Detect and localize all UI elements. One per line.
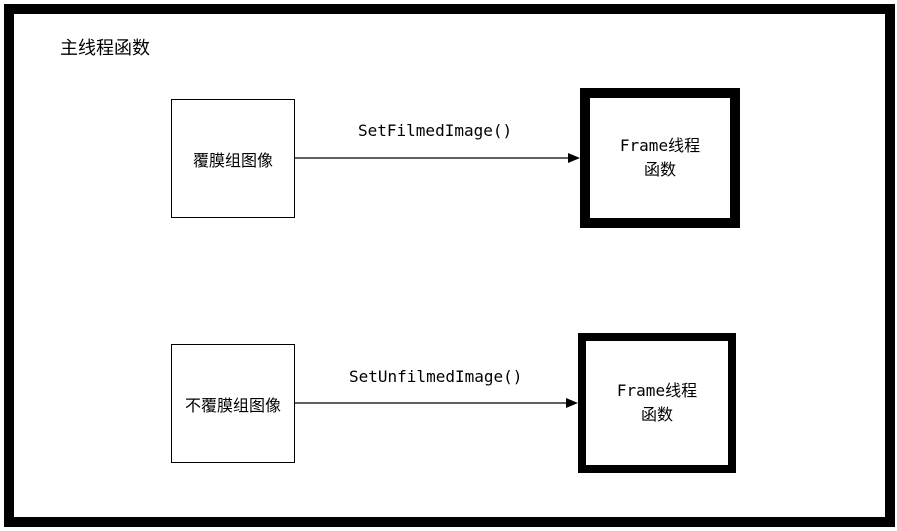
source-box-filmed: 覆膜组图像 <box>171 99 295 218</box>
source-label-unfilmed: 不覆膜组图像 <box>184 395 281 415</box>
frame-thread-line2-2: 函数 <box>640 405 673 424</box>
frame-thread-line1-2: Frame线程 <box>616 381 698 400</box>
main-thread-frame <box>4 4 895 527</box>
diagram-title: 主线程函数 <box>60 38 150 59</box>
frame-thread-text-2: Frame线程 函数 <box>617 379 697 427</box>
call-label-unfilmed: SetUnfilmedImage() <box>349 367 523 386</box>
source-box-unfilmed: 不覆膜组图像 <box>171 344 295 463</box>
source-label-filmed: 覆膜组图像 <box>192 150 273 170</box>
frame-thread-box-1: Frame线程 函数 <box>580 88 740 228</box>
frame-thread-box-2: Frame线程 函数 <box>578 333 736 473</box>
frame-thread-line1-1: Frame线程 <box>619 136 701 155</box>
call-label-filmed: SetFilmedImage() <box>358 121 513 140</box>
frame-thread-text-1: Frame线程 函数 <box>620 134 700 182</box>
frame-thread-line2-1: 函数 <box>643 160 676 179</box>
